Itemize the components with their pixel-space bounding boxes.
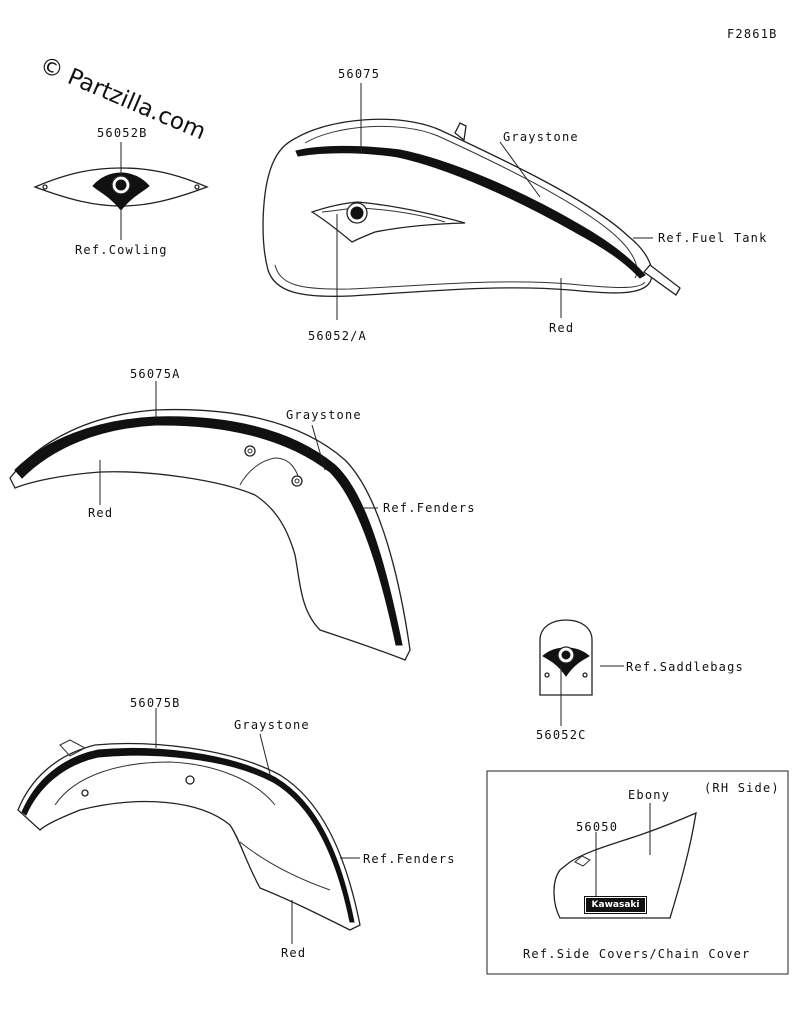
rh-side-label: (RH Side) xyxy=(704,781,780,795)
ref-side-covers-label: Ref.Side Covers/Chain Cover xyxy=(523,947,751,961)
part-number-56050: 56050 xyxy=(576,820,619,834)
part-number-56052c: 56052C xyxy=(536,728,587,742)
side-cover-drawing xyxy=(553,811,697,919)
fuel-tank-drawing xyxy=(262,118,681,298)
red-rear-label: Red xyxy=(281,946,307,960)
graystone-front-label: Graystone xyxy=(286,408,362,422)
graystone-tank-label: Graystone xyxy=(503,130,579,144)
ref-cowling-label: Ref.Cowling xyxy=(75,243,168,257)
kawasaki-badge: Kawasaki xyxy=(586,898,645,912)
red-tank-label: Red xyxy=(549,321,575,335)
side-cover-box xyxy=(486,770,789,975)
front-fender-drawing xyxy=(9,408,411,661)
leader-lines xyxy=(99,83,653,944)
cowling-drawing xyxy=(33,167,209,211)
part-number-56052b: 56052B xyxy=(97,126,148,140)
figure-code: F2861B xyxy=(727,27,778,41)
ref-fenders-rear-label: Ref.Fenders xyxy=(363,852,456,866)
ref-fuel-tank-label: Ref.Fuel Tank xyxy=(658,231,768,245)
saddlebag-emblem-drawing xyxy=(539,619,593,696)
part-number-56075b: 56075B xyxy=(130,696,181,710)
ebony-label: Ebony xyxy=(628,788,671,802)
red-front-label: Red xyxy=(88,506,114,520)
part-number-56052-a: 56052/A xyxy=(308,329,367,343)
graystone-rear-label: Graystone xyxy=(234,718,310,732)
ref-fenders-front-label: Ref.Fenders xyxy=(383,501,476,515)
part-number-56075a: 56075A xyxy=(130,367,181,381)
part-number-56075: 56075 xyxy=(338,67,381,81)
ref-saddlebags-label: Ref.Saddlebags xyxy=(626,660,744,674)
rear-fender-drawing xyxy=(17,739,361,931)
